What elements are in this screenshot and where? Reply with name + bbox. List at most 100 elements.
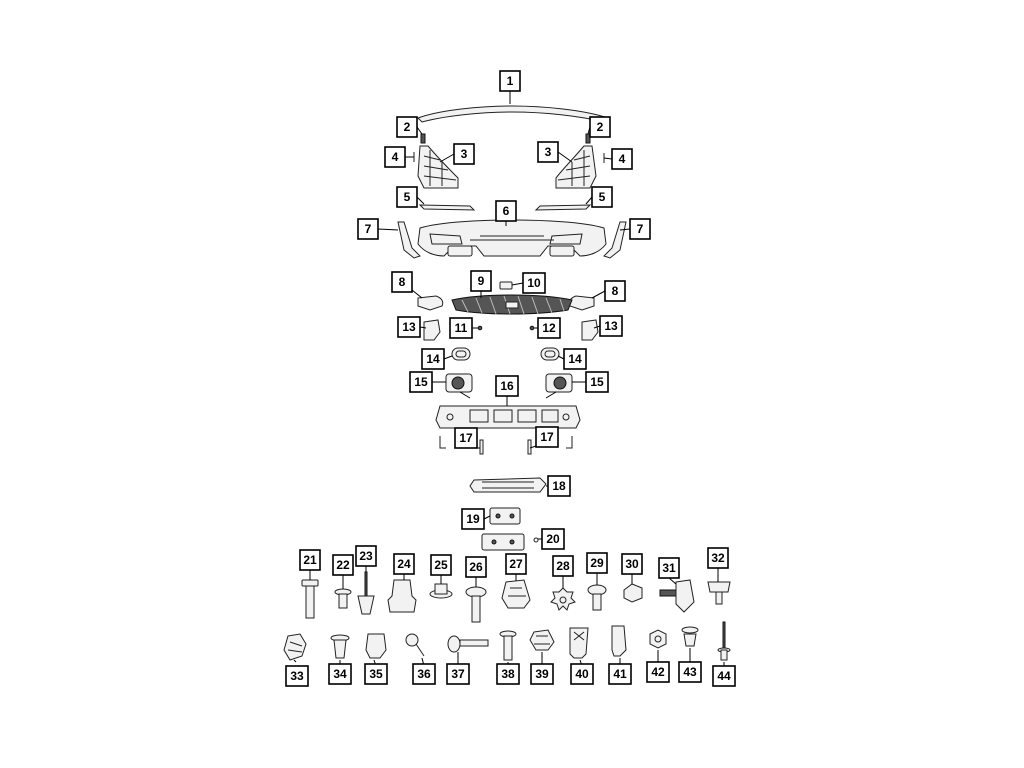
callout-6: 6: [495, 200, 517, 222]
svg-text:14: 14: [568, 352, 582, 366]
leader-7b: [619, 228, 631, 231]
callout-17: 17: [535, 426, 559, 448]
part-11-fastener: [477, 325, 483, 331]
part-30-nut: [623, 583, 643, 603]
svg-text:35: 35: [369, 667, 383, 681]
svg-text:25: 25: [434, 558, 448, 572]
part-16-reinforcement-details: [469, 409, 559, 423]
svg-text:44: 44: [717, 669, 731, 683]
callout-34: 34: [328, 663, 352, 685]
svg-text:21: 21: [303, 553, 317, 567]
svg-text:3: 3: [545, 145, 552, 159]
svg-text:42: 42: [651, 665, 665, 679]
part-19-hole-left: [495, 513, 501, 519]
svg-text:1: 1: [507, 74, 514, 88]
part-35-clip: [365, 633, 387, 659]
part-22-pin-body: [338, 593, 348, 609]
svg-text:13: 13: [604, 319, 618, 333]
leader-2a: [416, 126, 423, 135]
part-17-right-rod: [527, 439, 532, 455]
part-9-grille-badge: [505, 301, 519, 309]
callout-15: 15: [409, 371, 433, 393]
svg-text:9: 9: [478, 274, 485, 288]
callout-2: 2: [589, 116, 611, 138]
part-33-clip-lines: [287, 641, 303, 653]
svg-text:10: 10: [527, 276, 541, 290]
part-23-rivet-body: [357, 595, 375, 615]
callout-13: 13: [599, 315, 623, 337]
part-5-left-strip: [418, 204, 476, 211]
callout-33: 33: [285, 665, 309, 687]
svg-text:43: 43: [683, 665, 697, 679]
svg-text:15: 15: [590, 375, 604, 389]
callout-labels: 1 2 2 3 3 4 4 5 5 6 7 7 8 8 9 10 11 12 1…: [285, 70, 736, 687]
part-12-fastener: [529, 325, 535, 331]
part-3-right-bezel: [555, 145, 597, 189]
part-17-left-rod: [479, 439, 484, 455]
part-5-right-strip: [534, 204, 592, 211]
callout-41: 41: [608, 663, 632, 685]
callout-4: 4: [611, 148, 633, 170]
part-14-left-ring-inner: [455, 350, 467, 358]
leader-5a: [416, 196, 425, 205]
part-41-clip: [611, 625, 627, 657]
part-27-clip-lines: [508, 587, 526, 597]
svg-text:36: 36: [417, 667, 431, 681]
callout-29: 29: [586, 552, 608, 574]
callout-19: 19: [461, 508, 485, 530]
callout-18: 18: [547, 475, 571, 497]
callout-31: 31: [658, 557, 680, 579]
svg-text:5: 5: [599, 190, 606, 204]
callout-42: 42: [646, 661, 670, 683]
callout-35: 35: [364, 663, 388, 685]
svg-text:11: 11: [455, 321, 468, 335]
svg-text:6: 6: [503, 204, 510, 218]
part-44-stem: [722, 621, 726, 651]
part-23-rivet-stem: [364, 571, 368, 597]
part-37-shaft: [459, 639, 489, 647]
part-32-pin: [715, 591, 723, 605]
svg-text:23: 23: [359, 549, 373, 563]
part-25-nut: [434, 583, 448, 595]
part-32-pad: [707, 581, 731, 593]
callout-44: 44: [712, 665, 736, 687]
svg-text:39: 39: [535, 667, 549, 681]
part-14-left-ring: [451, 347, 471, 361]
callout-4: 4: [384, 146, 406, 168]
leader-4b: [603, 157, 613, 160]
part-33-wire-clip: [283, 633, 307, 661]
leader-13b: [593, 325, 601, 329]
callout-25: 25: [430, 554, 452, 576]
part-15-left-lens: [451, 376, 465, 390]
leader-14b: [557, 355, 565, 360]
part-13-left-bracket: [423, 319, 441, 341]
leader-13a: [419, 326, 427, 329]
callout-10: 10: [522, 272, 546, 294]
part-29-shaft: [592, 593, 602, 611]
callout-9: 9: [470, 270, 492, 292]
part-14-right-ring-inner: [544, 350, 556, 358]
part-37-head: [447, 635, 461, 653]
part-8-left-fog-bezel: [417, 295, 444, 311]
part-17-left-bracket: [439, 436, 446, 449]
part-36-head: [405, 633, 419, 647]
callout-8: 8: [391, 271, 413, 293]
callout-20: 20: [541, 528, 565, 550]
part-6-fascia-details: [429, 233, 583, 245]
part-16-left-hole: [446, 413, 454, 421]
svg-text:27: 27: [509, 557, 523, 571]
part-28-washer-hole: [559, 596, 567, 604]
callout-14: 14: [421, 348, 445, 370]
part-13-right-bracket: [581, 319, 599, 341]
part-3-right-bezel-lines: [557, 150, 591, 186]
svg-text:40: 40: [575, 667, 589, 681]
leader-8b: [591, 290, 606, 299]
callout-11: 11: [449, 317, 473, 339]
callout-16: 16: [495, 375, 519, 397]
leader-3b: [557, 151, 573, 163]
callout-12: 12: [537, 317, 561, 339]
part-16-right-hole: [562, 413, 570, 421]
svg-text:37: 37: [451, 667, 465, 681]
part-31-screw: [659, 589, 677, 597]
svg-text:41: 41: [613, 667, 627, 681]
